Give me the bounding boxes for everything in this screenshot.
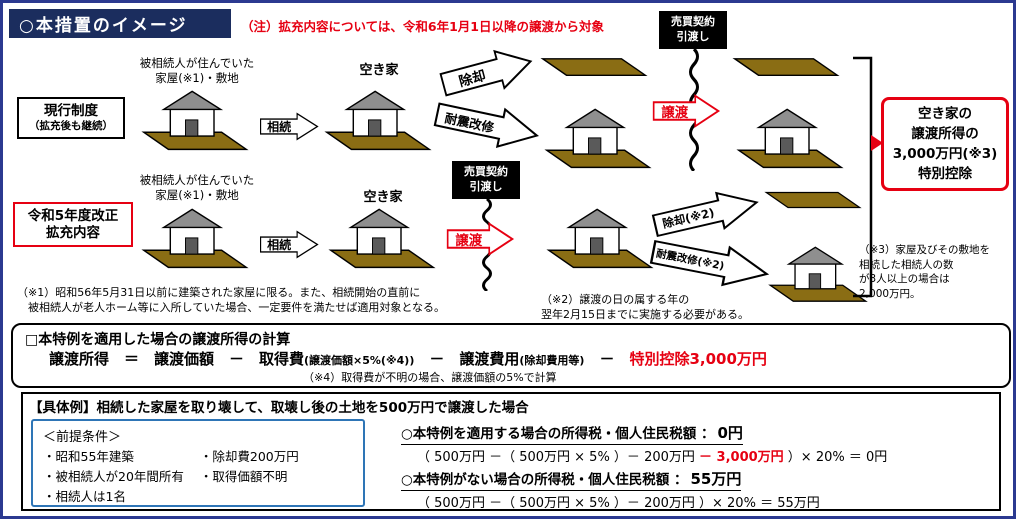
red-arrow-icon [871, 135, 883, 151]
preconditions-title: ＜前提条件＞ [43, 430, 122, 445]
land-icon [541, 58, 647, 76]
sale-contract-box: 売買契約 引渡し [452, 161, 520, 199]
calc-part1: （ 500万円 －（ 500万円 × 5% ）－ 200万円 [417, 450, 700, 465]
preconditions-col1: ・昭和55年建築 ・被相続人が20年間所有 ・相続人は1名 [43, 447, 184, 507]
house-icon [329, 208, 435, 269]
retrofit-arrow: 耐震改修 [432, 95, 542, 156]
current-system-label-box: 現行制度 （拡充後も継続） [17, 97, 125, 139]
condition-item: ・除却費200万円 [199, 449, 299, 464]
current-system-line1: 現行制度 [44, 103, 98, 119]
inherit-arrow: 相続 [260, 230, 319, 259]
formula-part1: 譲渡所得 ＝ 譲渡価額 － 取得費 [49, 350, 305, 368]
preconditions-col2: ・除却費200万円 ・取得価額不明 [200, 447, 299, 507]
transfer-arrow: 譲渡 [652, 94, 721, 128]
formula-minus: － [584, 350, 630, 368]
sale-contract-box: 売買契約 引渡し [659, 11, 727, 49]
inherited-house-caption: 被相続人が住んでいた 家屋(※1)・敷地 [139, 173, 255, 202]
case-without-label: ○本特例がない場合の所得税・個人住民税額 ： [401, 472, 688, 488]
house-icon [737, 108, 843, 169]
retrofit-arrow: 耐震改修(※2) [648, 232, 771, 294]
calc-red-deduction: － 3,000万円 [699, 450, 784, 465]
retrofit-arrow-label: 耐震改修(※2) [655, 247, 726, 273]
house-icon [142, 90, 248, 151]
land-icon [733, 58, 839, 76]
reform-label-box: 令和5年度改正 拡充内容 [13, 202, 133, 247]
condition-item: ・取得価額不明 [199, 469, 288, 484]
formula-small1: (譲渡価額×5%(※4)) [304, 354, 415, 367]
case-with-special-calc: （ 500万円 －（ 500万円 × 5% ）－ 200万円 － 3,000万円… [417, 446, 887, 465]
retrofit-arrow-label: 耐震改修 [443, 109, 496, 135]
preconditions-box: ＜前提条件＞ ・昭和55年建築 ・被相続人が20年間所有 ・相続人は1名 ・除却… [31, 419, 365, 507]
formula-special-deduction: 特別控除3,000万円 [629, 350, 767, 368]
formula: 譲渡所得 ＝ 譲渡価額 － 取得費(譲渡価額×5%(※4)) － 譲渡費用(除却… [49, 348, 767, 369]
case-without-value: 55万円 [690, 470, 742, 488]
note-2: （※2）譲渡の日の属する年の 翌年2月15日までに実施する必要がある。 [541, 293, 749, 322]
condition-item: ・昭和55年建築 [43, 449, 134, 464]
calculation-box [11, 323, 1011, 388]
transfer-arrow-label: 譲渡 [661, 105, 689, 121]
inherit-arrow-label: 相続 [267, 120, 292, 134]
house-icon [325, 90, 431, 151]
current-system-line2: （拡充後も継続） [29, 119, 113, 132]
calc-part2: ）× 20% ＝ 0円 [783, 450, 888, 465]
calculation-title: □本特例を適用した場合の譲渡所得の計算 [25, 332, 291, 348]
reform-line2: 拡充内容 [46, 224, 100, 241]
demolish-arrow: 除却(※2) [650, 184, 762, 245]
house-icon [547, 208, 653, 269]
case-without-special-calc: （ 500万円 －（ 500万円 × 5% ）－ 200万円 ）× 20% ＝ … [417, 496, 820, 511]
formula-part2: － 譲渡費用 [414, 350, 520, 368]
vacant-house-label: 空き家 [359, 63, 399, 78]
vacant-house-label: 空き家 [363, 190, 403, 205]
demolish-arrow: 除却 [437, 42, 536, 104]
transfer-arrow: 譲渡 [446, 222, 515, 256]
case-with-label: ○本特例を適用する場合の所得税・個人住民税額 ： [401, 426, 715, 442]
case-with-value: 0円 [717, 424, 743, 442]
page-title: ○本措置のイメージ [9, 9, 231, 38]
house-icon [142, 208, 248, 269]
top-note: （注）拡充内容については、令和6年1月1日以降の譲渡から対象 [241, 19, 604, 34]
note-1: （※1）昭和56年5月31日以前に建築された家屋に限る。また、相続開始の直前に … [17, 286, 446, 315]
inherited-house-caption: 被相続人が住んでいた 家屋(※1)・敷地 [139, 56, 255, 85]
note-4: （※4）取得費が不明の場合、譲渡価額の5%で計算 [303, 371, 557, 384]
case-without-special-title: ○本特例がない場合の所得税・個人住民税額 ：55万円 [401, 468, 742, 491]
inherit-arrow: 相続 [260, 112, 319, 141]
condition-item: ・被相続人が20年間所有 [43, 469, 184, 484]
house-icon [545, 108, 651, 169]
case-with-special-title: ○本特例を適用する場合の所得税・個人住民税額 ：0円 [401, 422, 743, 445]
transfer-arrow-label: 譲渡 [455, 233, 483, 249]
formula-small2: (除却費用等) [519, 354, 585, 367]
note-3: （※3）家屋及びその敷地を 相続した相続人の数 が3人以上の場合は 2,000万… [859, 244, 990, 301]
bracket [853, 56, 883, 298]
condition-item: ・相続人は1名 [43, 489, 126, 504]
reform-line1: 令和5年度改正 [27, 207, 119, 224]
inherit-arrow-label: 相続 [267, 238, 292, 252]
special-deduction-box: 空き家の 譲渡所得の 3,000万円(※3) 特別控除 [881, 97, 1009, 191]
example-title: 【具体例】相続した家屋を取り壊して、取壊し後の土地を500万円で譲渡した場合 [29, 400, 529, 416]
